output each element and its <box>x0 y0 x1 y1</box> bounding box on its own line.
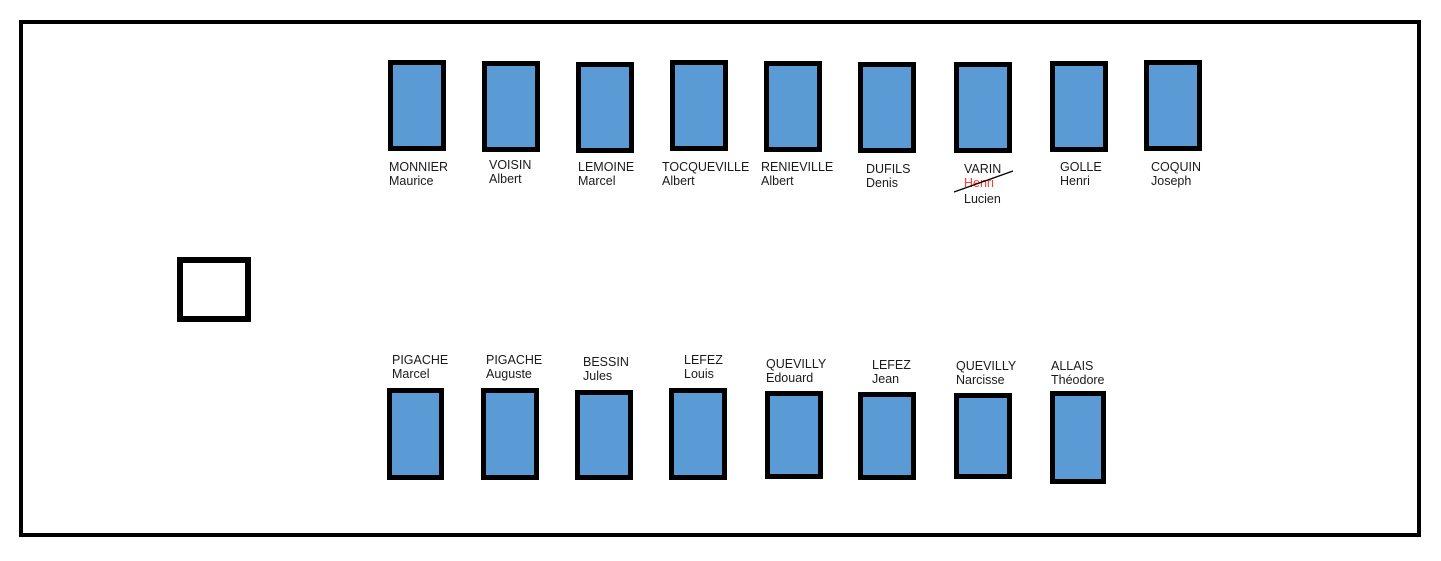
seat-box[interactable] <box>482 61 540 152</box>
seat-given-name: Albert <box>662 173 695 188</box>
seat-box[interactable] <box>764 61 822 152</box>
seat-surname: VOISIN <box>489 158 532 172</box>
seat-box[interactable] <box>575 390 633 480</box>
seat-given-name: Jules <box>583 368 613 383</box>
seat-surname: LEFEZ <box>872 358 911 372</box>
seat-given-name: Albert <box>761 173 794 188</box>
seat-surname: QUEVILLY <box>766 357 827 371</box>
seat-box[interactable] <box>669 388 727 480</box>
seat-surname: PIGACHE <box>392 353 449 367</box>
seat-given-name: Denis <box>866 175 898 190</box>
seat-box[interactable] <box>1050 61 1108 152</box>
seat-surname: LEFEZ <box>684 353 723 367</box>
seat-surname: COQUIN <box>1151 160 1201 174</box>
seat-box[interactable] <box>481 388 539 480</box>
seat-box[interactable] <box>954 62 1012 153</box>
seat-given-name-correction: Lucien <box>964 192 1001 206</box>
seat-given-name: Marcel <box>578 173 616 188</box>
seat-surname: VARIN <box>964 162 1002 176</box>
seat-given-name: Marcel <box>392 366 430 381</box>
seat-surname: DUFILS <box>866 162 911 176</box>
seat-box[interactable] <box>387 388 444 480</box>
seat-surname: MONNIER <box>389 160 449 174</box>
seat-given-name: Théodore <box>1051 372 1105 387</box>
seat-surname: PIGACHE <box>486 353 543 367</box>
empty-seat-box[interactable] <box>177 257 251 322</box>
seat-given-name: Louis <box>684 366 714 381</box>
seat-given-name: Narcisse <box>956 372 1005 387</box>
seat-surname: ALLAIS <box>1051 359 1094 373</box>
seat-surname: QUEVILLY <box>956 359 1017 373</box>
seat-box[interactable] <box>954 393 1012 479</box>
seat-box[interactable] <box>670 60 728 151</box>
seat-box[interactable] <box>858 62 916 153</box>
seat-box[interactable] <box>1050 391 1106 484</box>
seat-surname: TOCQUEVILLE <box>662 160 750 174</box>
seat-given-name: Henri <box>1060 173 1090 188</box>
seat-given-name: Maurice <box>389 173 434 188</box>
seat-box[interactable] <box>1144 60 1202 151</box>
seat-box[interactable] <box>388 60 446 151</box>
seat-box[interactable] <box>765 391 823 479</box>
seat-box[interactable] <box>858 392 916 480</box>
seat-given-name: Auguste <box>486 366 532 381</box>
seat-box[interactable] <box>576 62 634 153</box>
seat-surname: LEMOINE <box>578 160 635 174</box>
seat-surname: GOLLE <box>1060 160 1102 174</box>
seat-given-name: Edouard <box>766 370 814 385</box>
seat-given-name-struck: Henri <box>953 169 1014 193</box>
seat-given-name: Albert <box>489 171 522 186</box>
seat-given-name: Jean <box>872 371 900 386</box>
seat-surname: RENIEVILLE <box>761 160 834 174</box>
seat-surname: BESSIN <box>583 355 629 369</box>
seat-given-name: Joseph <box>1151 173 1192 188</box>
